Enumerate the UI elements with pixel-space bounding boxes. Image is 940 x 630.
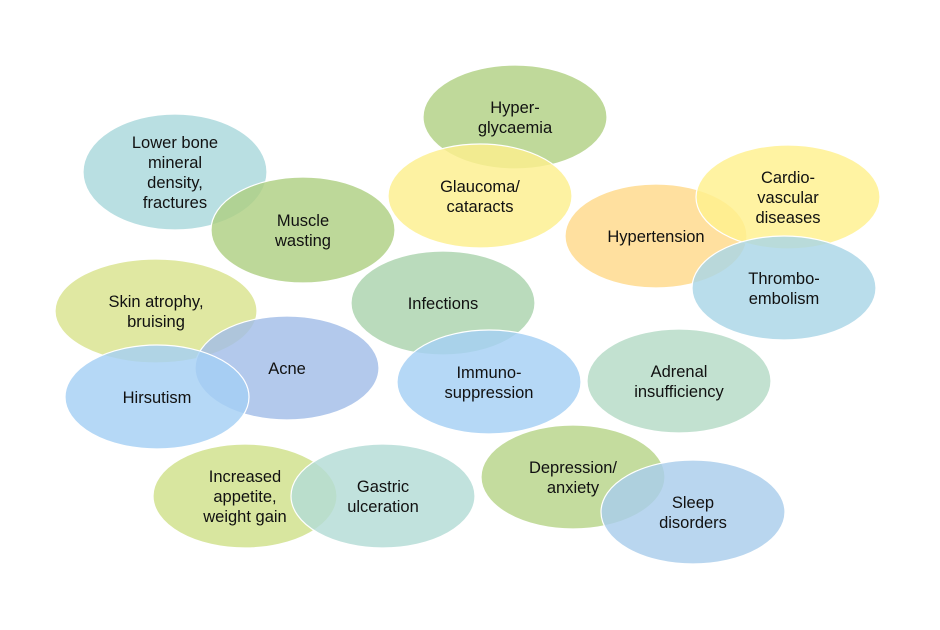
label-glaucoma: Glaucoma/cataracts: [440, 178, 520, 216]
label-line: Skin atrophy,: [108, 293, 203, 311]
ellipse-gastric: [290, 443, 476, 549]
label-line: embolism: [749, 290, 820, 308]
label-line: fractures: [143, 194, 207, 212]
ellipse-lower-bone: [82, 113, 268, 231]
label-line: insufficiency: [634, 383, 724, 401]
ellipses-layer: [54, 64, 881, 565]
label-sleep: Sleep disorders: [659, 494, 727, 532]
label-infections: Infections: [408, 295, 479, 313]
label-muscle-wasting: Muscle wasting: [274, 212, 331, 250]
ellipse-thromboembolism: [691, 235, 877, 341]
label-line: mineral: [148, 154, 202, 172]
label-line: Glaucoma/: [440, 178, 520, 196]
label-thromboembolism: Thrombo-embolism: [748, 270, 820, 308]
ellipse-glaucoma: [387, 143, 573, 249]
label-appetite: Increased appetite, weight gain: [202, 468, 286, 526]
label-skin-atrophy: Skin atrophy, bruising: [108, 293, 203, 331]
label-hirsutism: Hirsutism: [123, 389, 192, 407]
label-line: Hyper-: [490, 99, 540, 117]
label-line: Muscle: [277, 212, 329, 230]
label-line: ulceration: [347, 498, 419, 516]
label-line: Lower bone: [132, 134, 218, 152]
label-line: Increased: [209, 468, 281, 486]
label-line: Hirsutism: [123, 389, 192, 407]
label-line: Depression/: [529, 459, 617, 477]
label-adrenal: Adrenal insufficiency: [634, 363, 724, 401]
label-line: diseases: [755, 209, 820, 227]
label-hyperglycaemia: Hyper-glycaemia: [478, 99, 553, 137]
label-line: glycaemia: [478, 119, 553, 137]
label-line: Immuno-: [456, 364, 521, 382]
label-depression: Depression/anxiety: [529, 459, 617, 497]
label-line: density,: [147, 174, 203, 192]
label-line: Hypertension: [607, 228, 704, 246]
ellipse-muscle-wasting: [210, 176, 396, 284]
label-line: wasting: [274, 232, 331, 250]
label-immunosuppression: Immuno-suppression: [445, 364, 534, 402]
label-line: suppression: [445, 384, 534, 402]
ellipse-adrenal: [586, 328, 772, 434]
label-line: bruising: [127, 313, 185, 331]
label-line: weight gain: [202, 508, 286, 526]
label-hypertension: Hypertension: [607, 228, 704, 246]
label-line: Acne: [268, 360, 306, 378]
ellipse-sleep: [600, 459, 786, 565]
label-line: Infections: [408, 295, 479, 313]
label-line: anxiety: [547, 479, 600, 497]
label-line: appetite,: [213, 488, 276, 506]
label-cardiovascular: Cardio-vascular diseases: [755, 169, 820, 227]
label-line: vascular: [757, 189, 819, 207]
label-line: Sleep: [672, 494, 714, 512]
ellipse-hirsutism: [64, 344, 250, 450]
label-lower-bone: Lower bone mineral density, fractures: [132, 134, 218, 212]
labels-layer: Lower bone mineral density, fracturesMuscle…: [108, 99, 820, 532]
label-line: Cardio-: [761, 169, 815, 187]
ellipse-immunosuppression: [396, 329, 582, 435]
label-acne: Acne: [268, 360, 306, 378]
label-line: Thrombo-: [748, 270, 820, 288]
label-line: cataracts: [447, 198, 514, 216]
label-line: Gastric: [357, 478, 409, 496]
label-line: disorders: [659, 514, 727, 532]
label-gastric: Gastric ulceration: [347, 478, 419, 516]
label-line: Adrenal: [651, 363, 708, 381]
